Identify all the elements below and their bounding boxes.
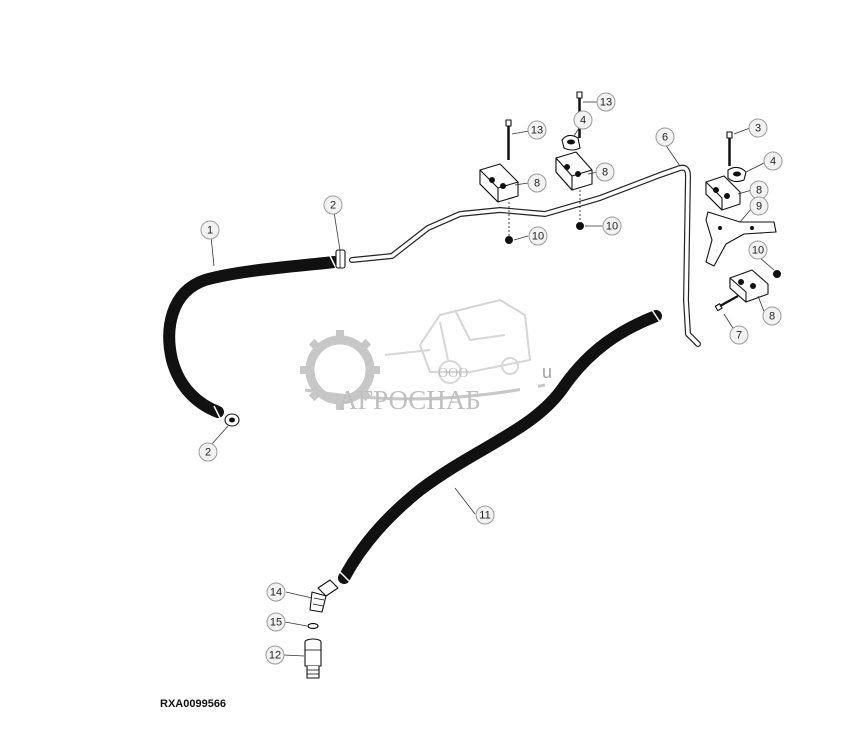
clamp-block-8-right-lower [729,269,769,303]
adapter-12 [304,638,322,679]
hose-1-end-right [329,255,337,269]
callout-c10a: 10 [528,226,548,246]
callout-label: 15 [270,617,282,629]
callout-circle [749,196,769,216]
callout-circle [200,220,220,240]
bolt-13-left [505,119,512,160]
watermark-harvester-icon [384,298,532,384]
callout-circle [748,240,768,260]
clamp-2-lower [224,413,240,427]
callout-label: 13 [531,125,543,137]
callout-circle [762,306,782,326]
callout-circle [595,162,615,182]
callout-label: 9 [756,201,762,213]
hose-1 [163,255,340,419]
spacer-4-right [727,166,747,183]
bracket-9 [705,211,777,267]
callout-label: 6 [662,132,668,144]
callout-circle [527,173,547,193]
callout-c1: 1 [200,220,220,240]
callout-c13a: 13 [527,120,547,140]
callout-circle [573,110,593,130]
callout-c4b: 4 [763,151,783,171]
nut-10-middle [576,222,584,230]
clamp-block-8-left [479,163,519,203]
hose-1-end-left [213,405,221,419]
tube-6 [349,164,701,347]
spacer-4-left [561,134,581,151]
callout-label: 7 [736,330,742,342]
callout-c14: 14 [266,582,286,602]
callout-label: 10 [752,245,764,257]
callout-circle [655,127,675,147]
clamp-block-8-right-upper [705,175,741,211]
callout-label: 11 [479,510,490,522]
callout-c2a: 2 [323,195,343,215]
callout-circle [475,505,495,525]
o-ring-15 [307,622,319,630]
callout-c2b: 2 [198,442,218,462]
callout-circle [527,120,547,140]
callout-label: 2 [330,200,336,212]
callout-c6: 6 [655,127,675,147]
callout-circle [528,226,548,246]
callout-circle [596,92,616,112]
callout-label: 3 [755,123,761,135]
callout-c3: 3 [748,118,768,138]
elbow-fitting-14 [309,579,339,613]
hose-11 [338,309,662,584]
callout-c12: 12 [265,645,285,665]
callout-c8b: 8 [595,162,615,182]
callout-label: 2 [205,447,211,459]
callout-circle [748,118,768,138]
callout-label: 14 [270,587,282,599]
callout-c8c: 8 [749,180,769,200]
callout-c7: 7 [729,325,749,345]
callout-label: 4 [770,156,776,168]
callout-label: 8 [602,167,608,179]
bolt-3 [726,131,733,166]
callout-label: 8 [769,311,775,323]
watermark-swoosh [304,383,546,401]
callout-label: 10 [532,231,544,243]
callout-c11: 11 [475,505,495,525]
figure-code: RXA0099566 [160,698,227,710]
callout-c9: 9 [749,196,769,216]
callout-circle [323,195,343,215]
callout-c8a: 8 [527,173,547,193]
callout-label: 10 [606,221,618,233]
callout-circle [265,645,285,665]
callout-label: 8 [756,185,762,197]
callout-label: 8 [534,178,540,190]
callout-c10c: 10 [748,240,768,260]
clamp-2-upper [335,249,346,269]
watermark: ООО АГРОСНАБ u [300,298,552,430]
callout-circle [602,216,622,236]
nut-10-right [773,270,781,278]
callout-circle [266,612,286,632]
callout-c4a: 4 [573,110,593,130]
watermark-fragment: u [542,362,552,382]
callout-label: 1 [207,225,213,237]
callout-label: 12 [269,650,281,662]
callout-circle [729,325,749,345]
clamp-block-8-middle [555,151,593,191]
bolt-7 [714,295,739,312]
callout-circle [198,442,218,462]
callout-circle [266,582,286,602]
callout-c15: 15 [266,612,286,632]
callout-label: 4 [580,115,586,127]
nut-10-left [505,236,513,244]
callout-label: 13 [600,97,612,109]
callout-circle [763,151,783,171]
watermark-company-name: АГРОСНАБ [338,385,481,415]
callout-c8d: 8 [762,306,782,326]
callout-c10b: 10 [602,216,622,236]
callout-c13b: 13 [596,92,616,112]
watermark-company-prefix: ООО [438,366,468,381]
